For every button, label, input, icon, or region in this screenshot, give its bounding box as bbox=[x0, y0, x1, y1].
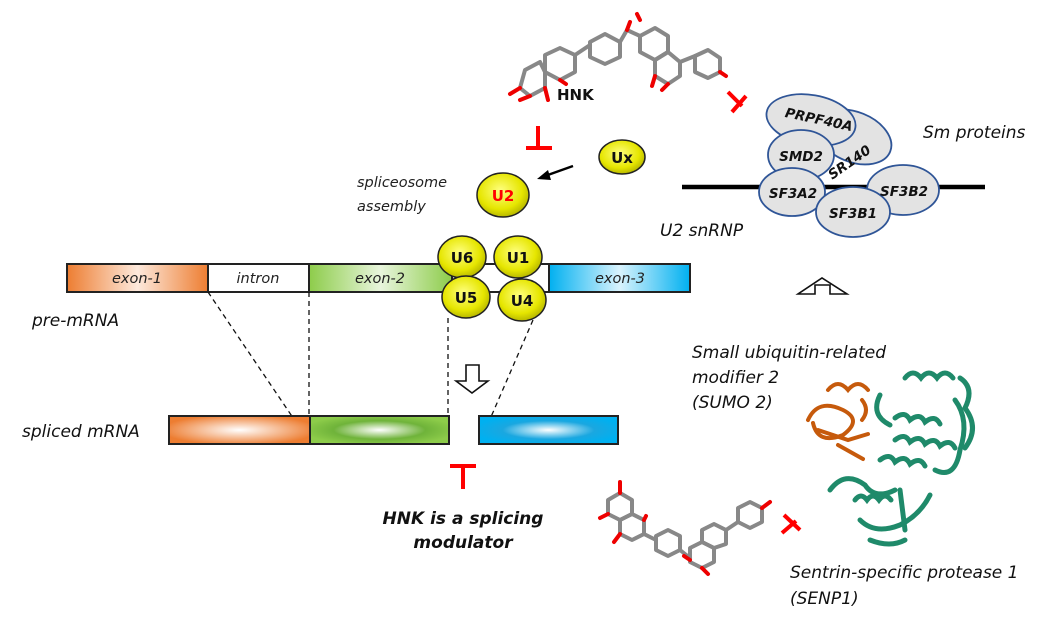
u5-label: U5 bbox=[455, 289, 478, 307]
intron-label: intron bbox=[237, 271, 280, 287]
intron-box bbox=[207, 263, 310, 293]
hnk-label: HNK bbox=[557, 86, 595, 104]
process-arrow-down-icon bbox=[453, 364, 491, 394]
u1-label: U1 bbox=[507, 249, 530, 267]
inhibit-splicing-icon bbox=[450, 464, 476, 489]
assembly-label-1: spliceosome bbox=[357, 175, 447, 191]
u6-label: U6 bbox=[451, 249, 474, 267]
sumo-label-2: modifier 2 bbox=[692, 368, 779, 388]
u4-label: U4 bbox=[511, 292, 534, 310]
hnk-oxygens-top bbox=[508, 12, 728, 102]
hnk-molecule-top bbox=[518, 26, 722, 98]
arrow-icon bbox=[537, 164, 574, 180]
modulator-text-1: HNK is a splicing bbox=[383, 509, 544, 529]
u2-label: U2 bbox=[492, 187, 515, 205]
ux-snrnp bbox=[598, 139, 646, 175]
sf3b2-label: SF3B2 bbox=[880, 184, 928, 200]
modulator-text-2: modulator bbox=[413, 533, 514, 553]
sf3b1-label: SF3B1 bbox=[829, 206, 877, 222]
inhibit-spliceosome-icon bbox=[526, 126, 552, 150]
senp1-structure bbox=[827, 370, 975, 547]
exon-2-label: exon-2 bbox=[355, 271, 405, 287]
hnk-oxygens-bottom bbox=[598, 480, 772, 576]
snrnp-cluster bbox=[437, 235, 547, 322]
u2-snrnp-complex bbox=[758, 93, 940, 238]
spliced-mrna-strand bbox=[168, 415, 619, 445]
u2-snrnp-label: U2 snRNP bbox=[660, 221, 744, 241]
inhibit-senp1-icon bbox=[780, 513, 802, 535]
exon-3-box bbox=[548, 263, 691, 293]
ux-label: Ux bbox=[611, 149, 633, 167]
smd2-label: SMD2 bbox=[779, 149, 823, 165]
sumo-label-1: Small ubiquitin-related bbox=[692, 343, 886, 363]
protein-sf3a2 bbox=[758, 167, 826, 217]
inhibit-u2snrnp-icon bbox=[726, 90, 748, 114]
sumo-label-3: (SUMO 2) bbox=[692, 393, 773, 413]
exon-1-box bbox=[66, 263, 209, 293]
sumo2-structure bbox=[806, 382, 870, 461]
exon-3-label: exon-3 bbox=[595, 271, 645, 287]
sm-proteins-label: Sm proteins bbox=[923, 123, 1026, 143]
process-arrow-up-icon bbox=[795, 277, 850, 295]
exon-1-label: exon-1 bbox=[112, 271, 162, 287]
assembly-label-2: assembly bbox=[357, 199, 426, 215]
pre-mrna-label: pre-mRNA bbox=[31, 311, 119, 331]
senp1-label-2: (SENP1) bbox=[790, 589, 859, 609]
spliced-mrna-label: spliced mRNA bbox=[22, 422, 140, 442]
protein-sf3b1 bbox=[815, 186, 891, 238]
senp1-label-1: Sentrin-specific protease 1 bbox=[790, 563, 1018, 583]
sf3a2-label: SF3A2 bbox=[769, 186, 817, 202]
u2-snrnp bbox=[476, 172, 530, 218]
